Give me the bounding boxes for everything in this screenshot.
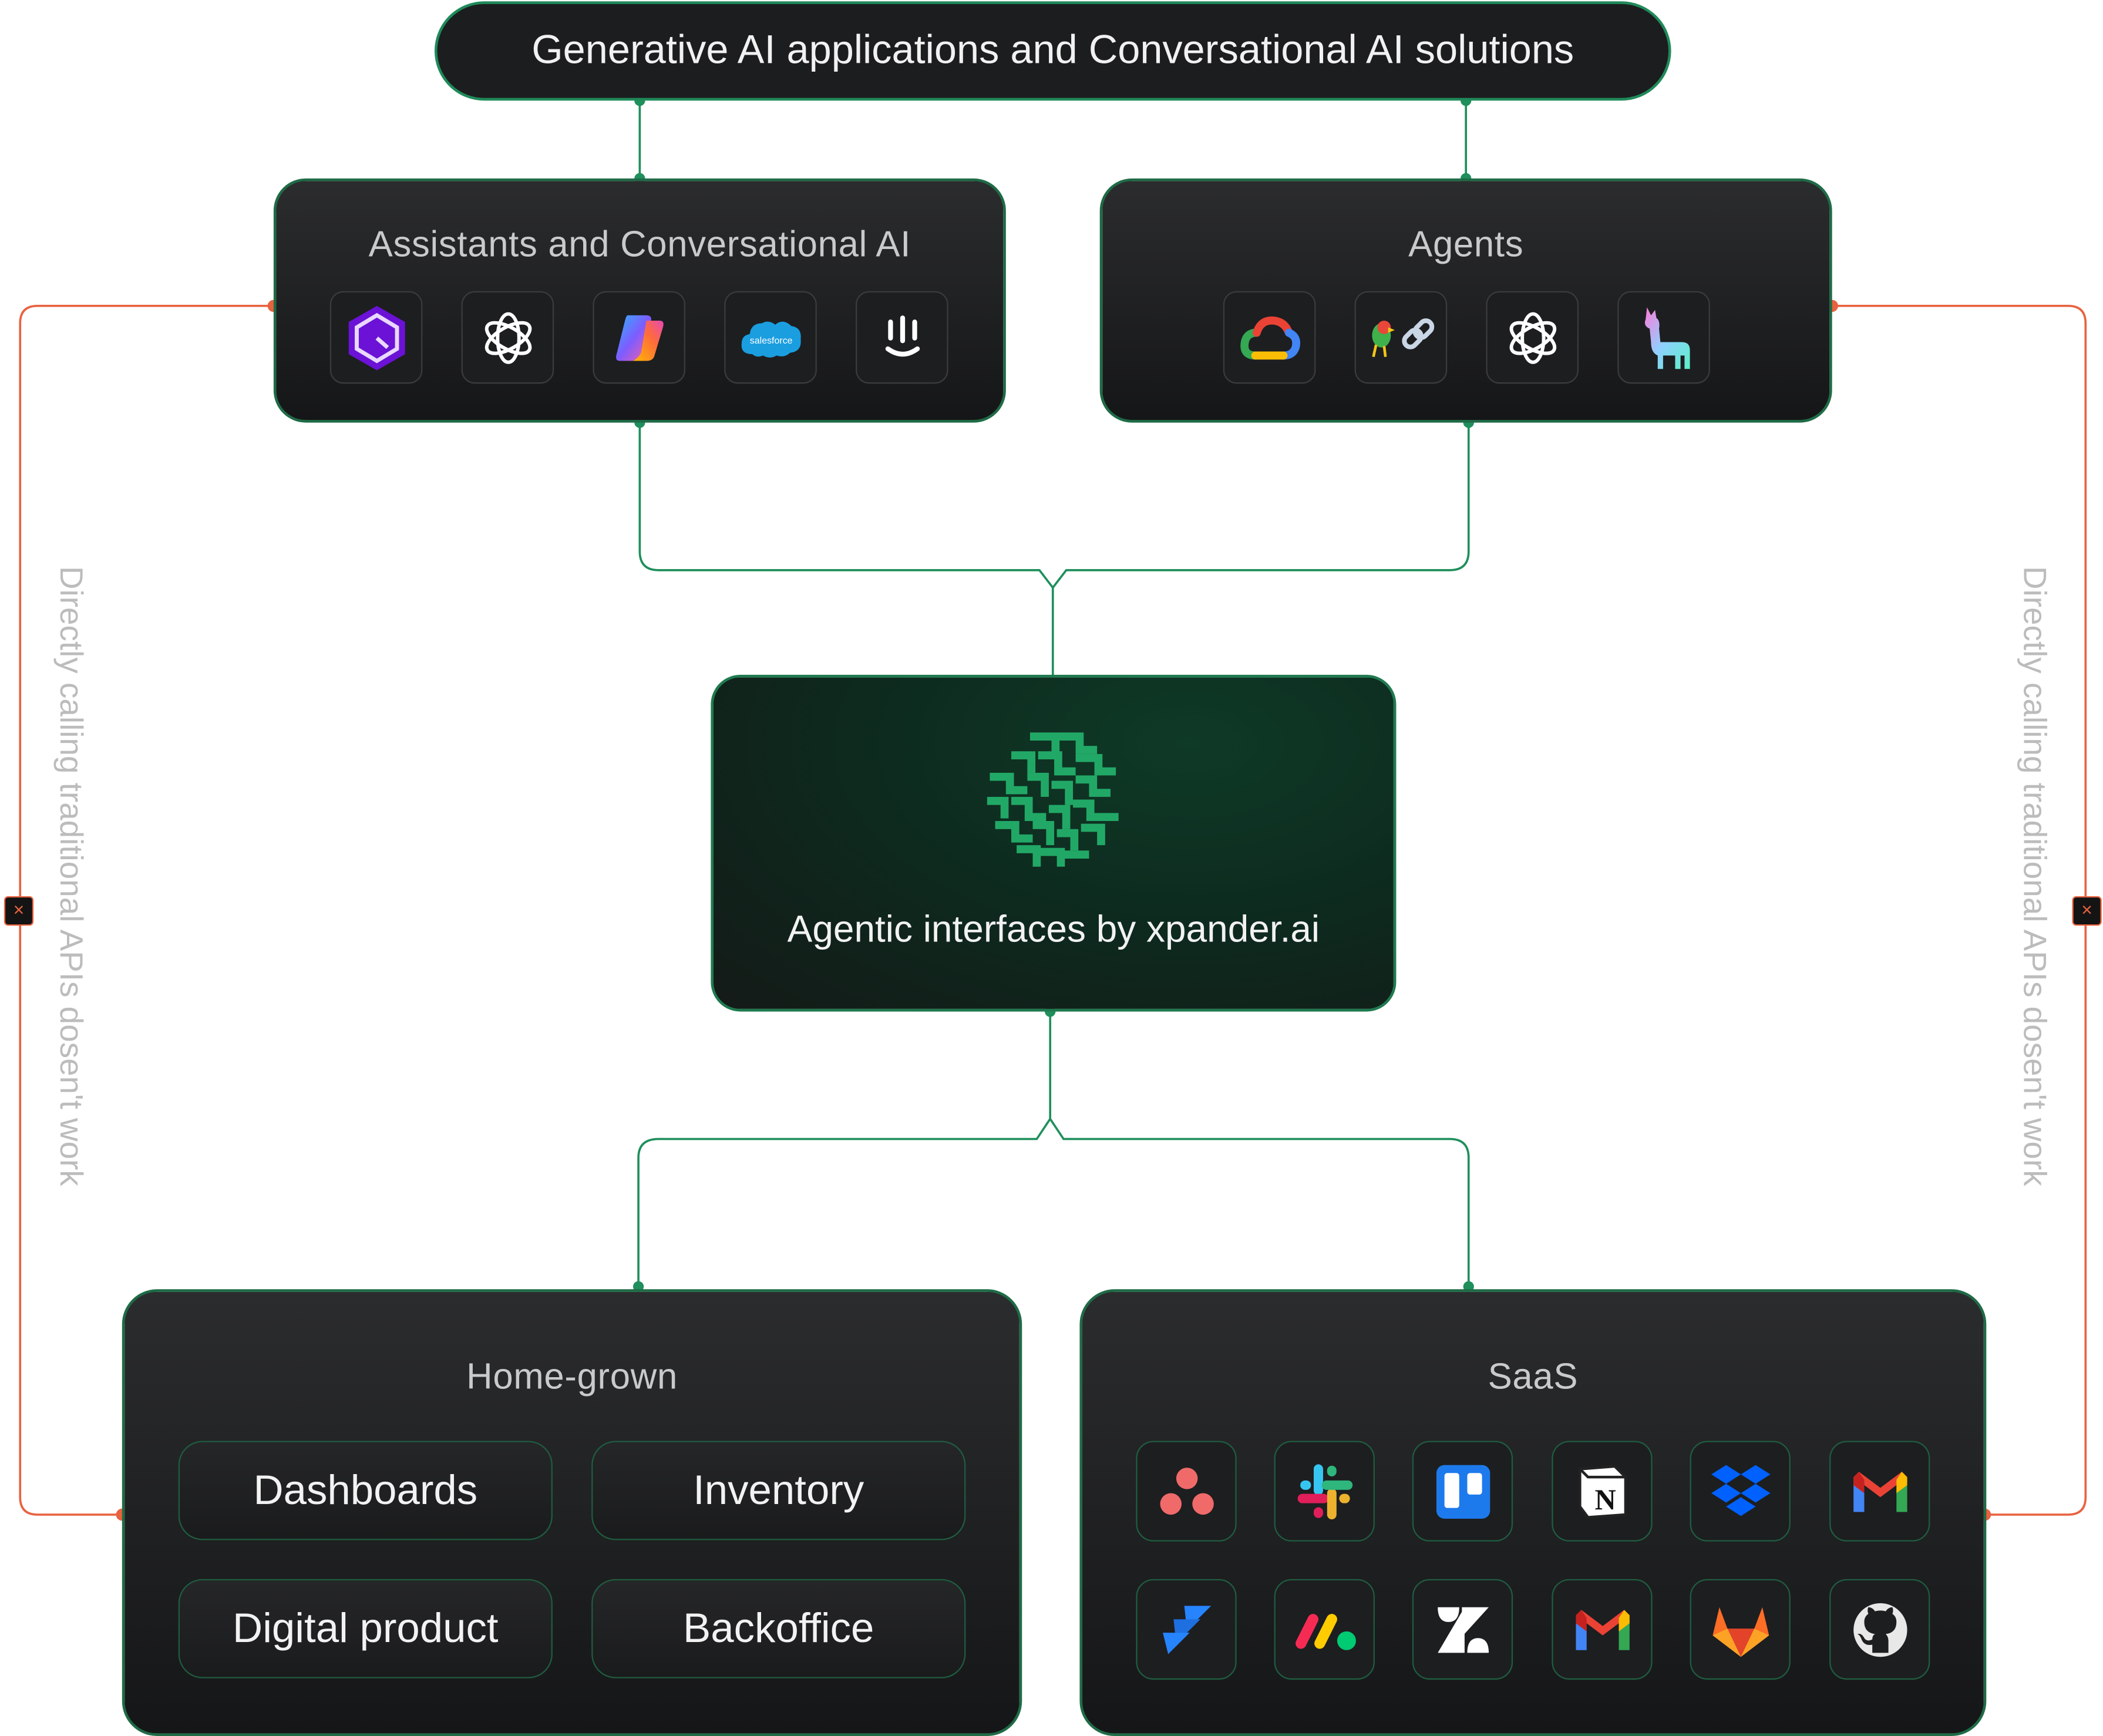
- notion-letter: N: [1594, 1482, 1615, 1515]
- top-banner-title: Generative AI applications and Conversat…: [531, 28, 1574, 73]
- zendesk-icon: [1412, 1579, 1513, 1680]
- backoffice-item: Backoffice: [591, 1579, 966, 1678]
- hexagon-q-icon: [329, 291, 423, 384]
- gitlab-icon: [1690, 1579, 1791, 1680]
- gmail-icon: [1829, 1441, 1930, 1542]
- intercom-icon: [856, 291, 948, 384]
- gmail-icon: [1552, 1579, 1653, 1680]
- xpander-logo: [987, 732, 1119, 867]
- home-grown-title: Home-grown: [466, 1356, 678, 1397]
- top-banner: Generative AI applications and Conversat…: [434, 1, 1671, 101]
- right-side-label: Directly calling traditional APIs dosen'…: [2015, 566, 2052, 1186]
- blocked-left-icon: ×: [4, 896, 34, 926]
- digital-product-item: Digital product: [178, 1579, 553, 1678]
- agents-box: Agents: [1099, 178, 1832, 423]
- jira-icon: [1136, 1579, 1237, 1680]
- google-cloud-icon: [1223, 291, 1316, 384]
- xpander-title: Agentic interfaces by xpander.ai: [787, 908, 1320, 950]
- saas-title: SaaS: [1488, 1356, 1579, 1397]
- slack-icon: [1274, 1441, 1375, 1542]
- xpander-box: Agentic interfaces by xpander.ai: [711, 675, 1397, 1012]
- assistants-title: Assistants and Conversational AI: [368, 224, 911, 265]
- notion-icon: N: [1552, 1441, 1653, 1542]
- llama-icon: [1617, 291, 1710, 384]
- blocked-right-icon: ×: [2072, 896, 2102, 926]
- github-icon: [1829, 1579, 1930, 1680]
- salesforce-text: salesforce: [749, 335, 792, 345]
- openai-icon: [1486, 291, 1579, 384]
- trello-icon: [1412, 1441, 1513, 1542]
- asana-icon: [1136, 1441, 1237, 1542]
- openai-icon: [461, 291, 554, 384]
- monday-icon: [1274, 1579, 1375, 1680]
- langchain-icon: [1354, 291, 1448, 384]
- inventory-item: Inventory: [591, 1441, 966, 1540]
- dropbox-icon: [1690, 1441, 1791, 1542]
- copilot-icon: [593, 291, 686, 384]
- dashboards-item: Dashboards: [178, 1441, 553, 1540]
- agents-title: Agents: [1408, 224, 1524, 265]
- salesforce-icon: salesforce: [724, 291, 817, 384]
- left-side-label: Directly calling traditional APIs dosen'…: [52, 566, 89, 1186]
